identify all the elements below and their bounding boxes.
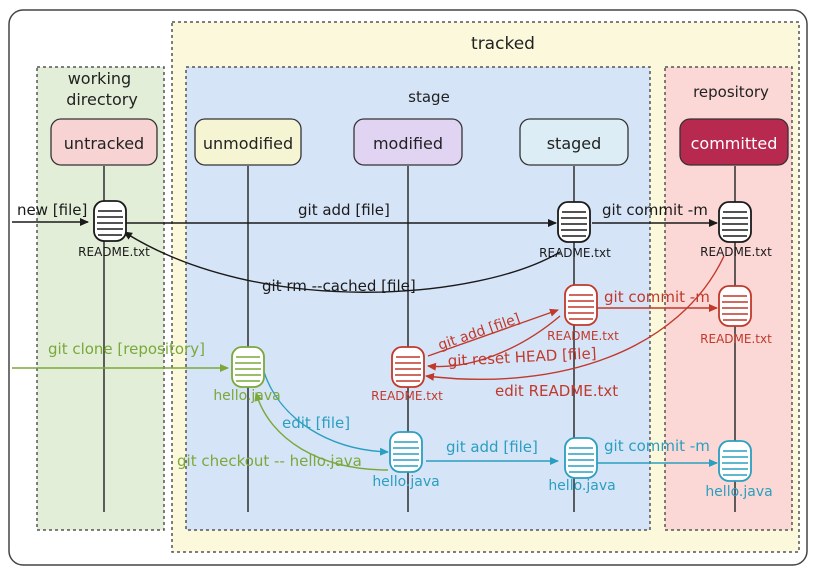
file-icon <box>718 285 752 327</box>
file-label-hello: hello.java <box>548 478 615 494</box>
file-label-readme: README.txt <box>547 329 619 343</box>
arrow-git-checkout <box>254 392 389 471</box>
label-edit-file: edit [file] <box>282 414 350 432</box>
state-box-modified: modified <box>353 118 463 166</box>
label-git-commit-2: git commit -m <box>604 288 710 306</box>
file-icon <box>389 431 423 473</box>
arrow-edit-file <box>263 371 389 456</box>
file-icon <box>564 284 598 326</box>
file-icon <box>564 437 598 479</box>
file-label-readme: README.txt <box>371 389 443 403</box>
file-label-readme: README.txt <box>539 246 611 260</box>
label-git-commit-1: git commit -m <box>602 201 708 219</box>
svg-text:unmodified: unmodified <box>203 134 293 153</box>
file-label-readme: README.txt <box>78 245 150 259</box>
file-label-hello: hello.java <box>213 388 280 404</box>
state-box-staged: staged <box>519 118 629 166</box>
file-label-hello: hello.java <box>705 484 772 500</box>
label-git-add-1: git add [file] <box>298 201 390 219</box>
svg-text:staged: staged <box>547 134 602 153</box>
file-icon <box>391 346 425 388</box>
file-icon <box>718 201 752 243</box>
label-git-add-3: git add [file] <box>446 438 538 456</box>
repository-zone-label: repository <box>693 83 769 101</box>
label-new-file: new [file] <box>17 201 87 219</box>
svg-text:modified: modified <box>373 134 443 153</box>
file-label-hello: hello.java <box>372 474 439 490</box>
arrow-git-rm-cached <box>123 231 561 293</box>
arrow-git-reset-head <box>427 315 561 371</box>
label-git-rm-cached: git rm --cached [file] <box>262 277 416 295</box>
label-git-checkout: git checkout -- hello.java <box>177 452 362 470</box>
file-label-readme: README.txt <box>700 332 772 346</box>
file-icon <box>718 440 752 482</box>
state-box-unmodified: unmodified <box>194 118 302 166</box>
file-icon <box>557 201 591 243</box>
working-directory-label: working directory <box>66 69 138 109</box>
stage-zone-label: stage <box>408 88 450 106</box>
label-git-clone: git clone [repository] <box>48 340 205 358</box>
file-label-readme: README.txt <box>700 245 772 259</box>
tracked-zone-label: tracked <box>471 34 535 54</box>
state-box-committed: committed <box>679 118 789 166</box>
file-icon <box>93 200 127 242</box>
svg-text:committed: committed <box>691 134 778 153</box>
arrow-git-add-2 <box>427 308 559 357</box>
svg-text:untracked: untracked <box>64 134 144 153</box>
arrow-edit-readme <box>425 255 725 381</box>
label-git-commit-3: git commit -m <box>604 437 710 455</box>
state-box-untracked: untracked <box>50 118 158 166</box>
label-edit-readme: edit README.txt <box>495 382 618 400</box>
file-icon <box>231 346 265 388</box>
